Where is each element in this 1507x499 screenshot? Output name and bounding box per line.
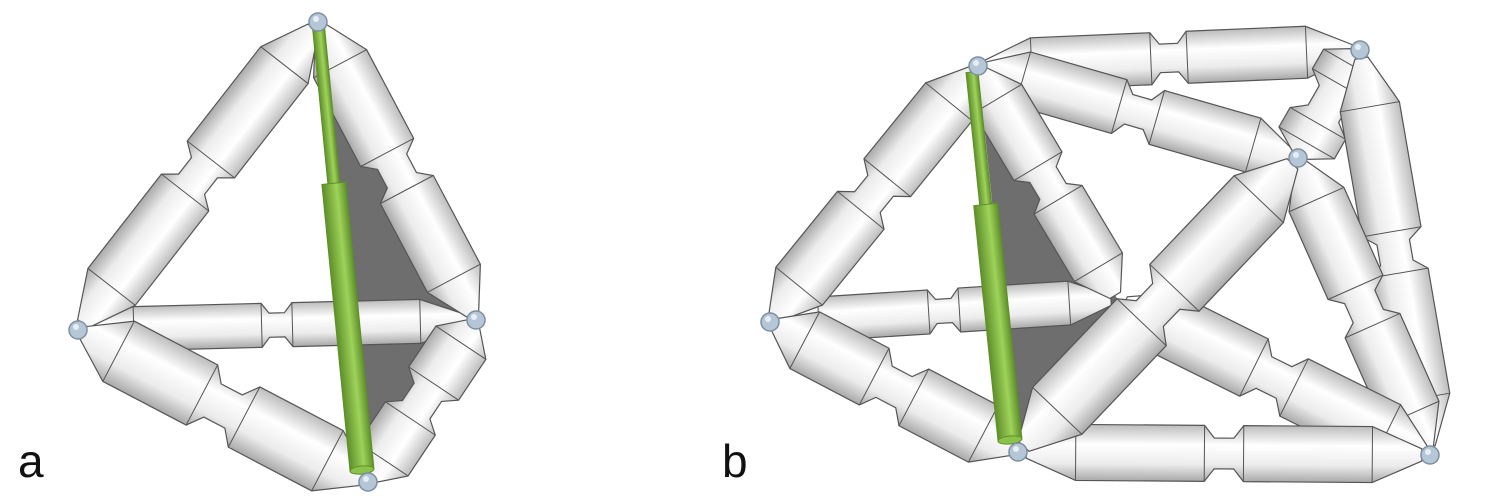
strut-ring bbox=[1361, 226, 1422, 238]
strut-top-left bbox=[76, 23, 320, 329]
strut-ring bbox=[1149, 32, 1153, 85]
strut-ring bbox=[1327, 274, 1384, 300]
strut-ring bbox=[1149, 263, 1200, 312]
strut-ring bbox=[87, 268, 136, 306]
node-top-right bbox=[1350, 40, 1370, 60]
strut-ring bbox=[1233, 175, 1284, 223]
strut-ring bbox=[1278, 126, 1335, 160]
strut-body bbox=[79, 320, 367, 492]
strut-ring bbox=[1033, 185, 1083, 215]
strut-ring bbox=[1279, 358, 1309, 417]
strut-ring bbox=[1032, 387, 1083, 435]
node-left bbox=[760, 312, 780, 332]
strut-ring bbox=[863, 158, 911, 198]
strut-ring bbox=[1244, 118, 1262, 173]
strut-ring bbox=[227, 386, 261, 448]
strut-ring bbox=[260, 46, 309, 84]
actuator-end bbox=[997, 435, 1023, 445]
node-right bbox=[466, 310, 486, 330]
strut-ring bbox=[789, 311, 821, 369]
strut-ring bbox=[1116, 298, 1167, 347]
strut-ring bbox=[1185, 31, 1189, 84]
panel-label-a: a bbox=[18, 435, 44, 487]
strut-ring bbox=[1344, 313, 1401, 339]
strut-ring bbox=[427, 263, 481, 293]
panel-a-graphic bbox=[68, 12, 487, 492]
strut-ring bbox=[385, 401, 436, 436]
panel-label-b: b bbox=[722, 435, 748, 487]
strut-ring bbox=[775, 266, 823, 306]
strut-ring bbox=[1340, 101, 1400, 113]
strut-ring bbox=[408, 366, 459, 401]
strut-ring bbox=[858, 348, 890, 406]
panel-b-graphic bbox=[760, 25, 1451, 484]
node-top bbox=[308, 12, 328, 32]
node-top-left bbox=[968, 56, 988, 76]
strut-ring bbox=[102, 320, 135, 382]
strut-ring bbox=[380, 175, 434, 205]
strut-ring bbox=[926, 289, 931, 334]
linear-actuator bbox=[311, 20, 375, 475]
strut-ring bbox=[260, 303, 263, 348]
strut-ring bbox=[837, 190, 885, 230]
strut-ring bbox=[161, 173, 210, 212]
strut-ring bbox=[1148, 90, 1166, 145]
node-left bbox=[68, 320, 88, 340]
node-bottom-right bbox=[1420, 445, 1440, 465]
node-bottom bbox=[358, 472, 378, 492]
strut-ring bbox=[311, 430, 344, 492]
strut-ring bbox=[1288, 186, 1345, 213]
strut-ring bbox=[1110, 79, 1128, 134]
strut-ring bbox=[967, 405, 999, 463]
strut-bottom-long bbox=[1025, 423, 1423, 484]
strut-ring bbox=[1304, 26, 1309, 79]
strut-ring bbox=[360, 137, 414, 167]
strut-body bbox=[1017, 158, 1299, 452]
strut-ring bbox=[898, 368, 930, 426]
strut-left-bottom bbox=[79, 320, 367, 492]
strut-ring bbox=[925, 82, 973, 122]
strut-ring bbox=[1067, 281, 1072, 326]
strut-ring bbox=[186, 140, 235, 179]
strut-ring bbox=[1289, 107, 1346, 140]
strut-body bbox=[972, 66, 1124, 300]
strut-ring bbox=[957, 288, 962, 333]
strut-ring bbox=[291, 302, 294, 347]
strut-ring bbox=[1074, 252, 1123, 283]
actuator-end bbox=[349, 465, 375, 475]
node-inner bbox=[1288, 148, 1308, 168]
strut-body bbox=[1025, 423, 1423, 484]
strut-ring bbox=[1239, 338, 1269, 397]
strut-ring bbox=[185, 364, 219, 426]
strut-body bbox=[76, 23, 320, 329]
node-bottom bbox=[1008, 442, 1028, 462]
strut-ring bbox=[1013, 151, 1063, 181]
strut-ring bbox=[419, 299, 422, 344]
strut-diagonal bbox=[1017, 158, 1299, 452]
linear-actuator bbox=[965, 70, 1023, 445]
strut-ring bbox=[435, 325, 487, 360]
